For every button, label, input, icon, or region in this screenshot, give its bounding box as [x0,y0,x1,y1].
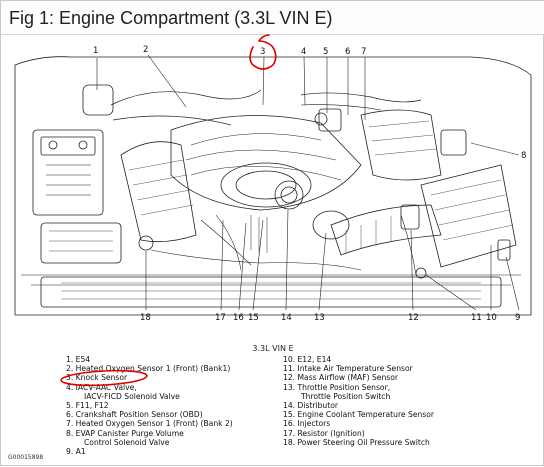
engine-bay-outline [14,56,532,316]
legend-item: 9. A1 [66,447,86,457]
legend-item: 7. Heated Oxygen Sensor 1 (Front) (Bank … [66,419,233,429]
callout-10: 10 [486,313,497,323]
callout-3: 3 [260,47,265,57]
plenum [220,162,312,208]
air-cleaner-box [420,164,517,268]
legend-right: 10. E12, E14 11. Intake Air Temperature … [283,355,513,447]
callout-6: 6 [345,47,350,57]
callout-16: 16 [233,313,244,323]
legend-item: 8. EVAP Canister Purge Volume [66,428,184,438]
callout-5: 5 [323,47,328,57]
callout-17: 17 [215,313,226,323]
title-bar: Fig 1: Engine Compartment (3.3L VIN E) [1,1,544,35]
legend-item-knock-sensor: 3. Knock Sensor [66,373,128,383]
diagram-caption: 3.3L VIN E [252,344,294,353]
legend-item: 15. Engine Coolant Temperature Sensor [283,410,435,420]
callout-12: 12 [408,313,419,323]
legend-item: 17. Resistor (Ignition) [283,428,365,438]
distributor [274,180,304,210]
legend-item: 18. Power Steering Oil Pressure Switch [283,437,430,447]
legend-item: 14. Distributor [283,401,338,411]
callout-8: 8 [521,151,526,161]
throttle-body [312,210,350,240]
legend-item: 13. Throttle Position Sensor, [283,382,391,392]
callout-2: 2 [143,45,148,55]
fuse-box [40,222,122,264]
battery [32,129,104,216]
callout-13: 13 [314,313,325,323]
reservoir [82,84,114,116]
legend-item: 1. E54 [66,355,91,364]
figure-id: G00015898 [8,454,44,461]
callout-4: 4 [301,47,306,57]
callout-14: 14 [281,313,292,323]
left-valve-cover [120,141,197,243]
legend-item-continued: Control Solenoid Valve [84,437,170,447]
callout-18: 18 [140,313,151,323]
legend-item: 11. Intake Air Temperature Sensor [283,364,413,374]
callout-15: 15 [248,313,259,323]
legend-item: 5. F11, F12 [66,401,109,411]
engine-drawing: 1 2 3 4 5 6 7 8 9 10 11 12 13 14 15 16 1… [14,45,532,323]
right-valve-cover [360,109,442,181]
radiator-support [40,276,502,308]
callout-11: 11 [471,313,482,323]
legend-item: 10. E12, E14 [283,355,332,364]
legend-item-continued: Throttle Position Switch [301,391,391,401]
callout-1: 1 [93,46,98,56]
engine-diagram: 1 2 3 4 5 6 7 8 9 10 11 12 13 14 15 16 1… [1,35,544,345]
figure-title: Fig 1: Engine Compartment (3.3L VIN E) [9,8,333,28]
air-intake-duct [330,204,442,256]
legend-item: 2. Heated Oxygen Sensor 1 (Front) (Bank1… [66,364,231,374]
legend-item: 16. Injectors [283,419,331,429]
maf-sensor [400,204,420,230]
intake-manifold [170,115,362,211]
legend-item-continued: IACV-FICD Solenoid Valve [84,391,180,401]
legend-left: 1. E54 2. Heated Oxygen Sensor 1 (Front)… [66,355,281,456]
legend-item: 12. Mass Airflow (MAF) Sensor [283,373,398,383]
legend-item: 4. IACV-AAC Valve, [66,382,137,392]
callout-9: 9 [515,313,520,323]
callout-7: 7 [361,47,366,57]
legend-item: 6. Crankshaft Position Sensor (OBD) [66,410,203,420]
